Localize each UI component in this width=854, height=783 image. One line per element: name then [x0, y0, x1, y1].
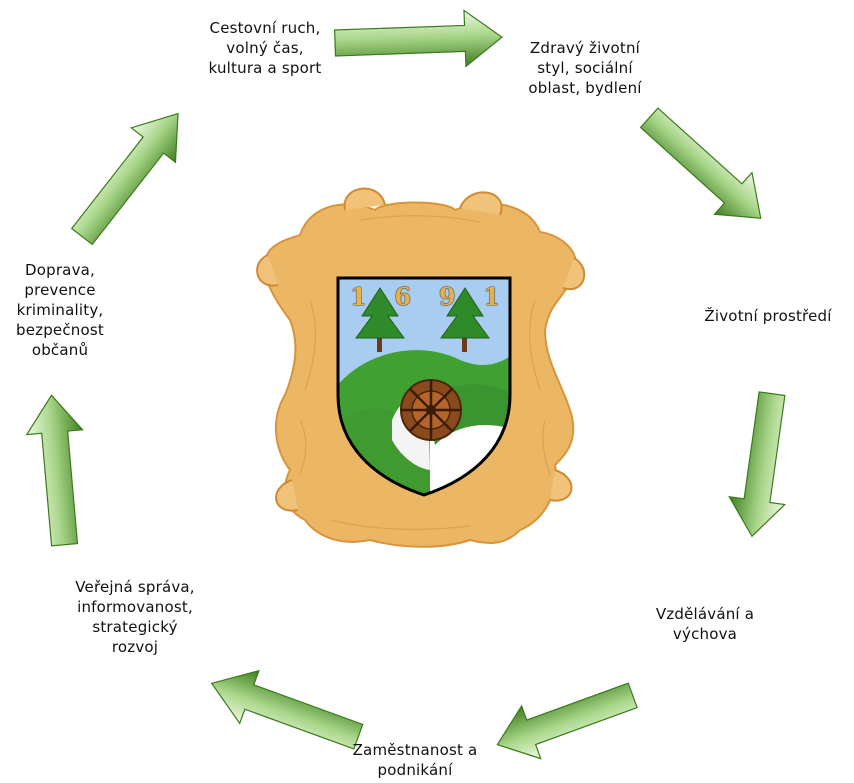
- year-digit: 1: [483, 282, 500, 311]
- year-digit: 6: [394, 282, 412, 311]
- label-healthy-lifestyle-social-housing: Zdravý životní styl, sociální oblast, by…: [528, 39, 642, 97]
- tree-right: [440, 287, 490, 352]
- label-environment: Životní prostředí: [704, 307, 832, 325]
- year-digit: 9: [438, 282, 456, 311]
- label-public-administration-strategy: Veřejná správa, informovanost, strategic…: [75, 578, 195, 656]
- arrow-transport-to-tourism: [70, 112, 179, 246]
- label-tourism-leisure-culture-sport: Cestovní ruch, volný čas, kultura a spor…: [208, 19, 322, 77]
- shield: [336, 276, 512, 497]
- label-transport-crime-prevention-safety: Doprava, prevence kriminality, bezpečnos…: [15, 261, 104, 359]
- label-employment-business: Zaměstnanost a podnikání: [352, 741, 478, 779]
- arrow-health-to-environment: [639, 107, 762, 219]
- arrow-administration-to-transport: [25, 394, 84, 547]
- arrow-tourism-to-health: [333, 9, 503, 68]
- year-digit: 1: [350, 282, 367, 311]
- mill-wheel: [400, 379, 462, 441]
- arrow-employment-to-administration: [210, 669, 364, 750]
- tree-left: [355, 287, 405, 352]
- arrow-environment-to-education: [728, 391, 787, 538]
- arrow-education-to-employment: [496, 682, 638, 760]
- year-digits: 1 6 9 1: [350, 282, 500, 312]
- label-education-upbringing: Vzdělávání a výchova: [655, 605, 755, 643]
